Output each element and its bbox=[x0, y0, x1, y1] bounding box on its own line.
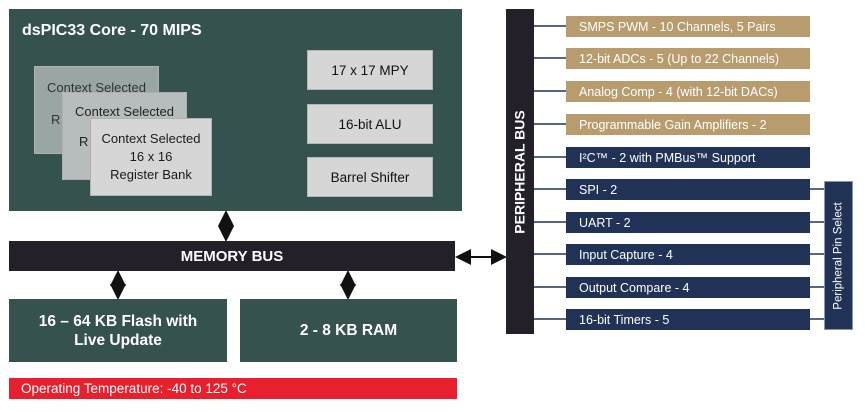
peripheral-i2c: I²C™ - 2 with PMBus™ Support bbox=[566, 147, 810, 168]
barrel-shifter-unit: Barrel Shifter bbox=[307, 157, 433, 197]
register-bank-back-line1: Context Selected bbox=[46, 80, 146, 95]
peripheral-pin-select-label-wrap: Peripheral Pin Select bbox=[824, 181, 853, 330]
peripheral-connectors bbox=[534, 25, 824, 320]
register-bank-middle-line3: R bbox=[79, 134, 89, 149]
register-bank-front: Context Selected 16 x 16 Register Bank bbox=[90, 118, 212, 196]
peripheral-pin-select bbox=[824, 181, 853, 330]
peripheral-input-capture: Input Capture - 4 bbox=[566, 244, 810, 265]
peripheral-bus-label: PERIPHERAL BUS bbox=[512, 109, 528, 234]
memory-bus: MEMORY BUS bbox=[9, 241, 455, 271]
peripheral-pga: Programmable Gain Amplifiers - 2 bbox=[566, 114, 810, 135]
register-bank-front-line2: 16 x 16 bbox=[129, 149, 173, 164]
peripheral-output-compare: Output Compare - 4 bbox=[566, 277, 810, 298]
ram-block: 2 - 8 KB RAM bbox=[240, 299, 457, 362]
peripheral-bus bbox=[506, 9, 534, 334]
peripheral-adc: 12-bit ADCs - 5 (Up to 22 Channels) bbox=[566, 48, 810, 69]
operating-temperature-bar: Operating Temperature: -40 to 125 °C bbox=[9, 378, 457, 399]
peripheral-spi: SPI - 2 bbox=[566, 179, 810, 200]
multiplier-unit: 17 x 17 MPY bbox=[307, 50, 433, 90]
alu-unit: 16-bit ALU bbox=[307, 104, 433, 144]
peripheral-timers: 16-bit Timers - 5 bbox=[566, 309, 810, 330]
peripheral-analog-comp: Analog Comp - 4 (with 12-bit DACs) bbox=[566, 81, 810, 102]
core-title: dsPIC33 Core - 70 MIPS bbox=[22, 22, 202, 39]
peripheral-smps-pwm: SMPS PWM - 10 Channels, 5 Pairs bbox=[566, 16, 810, 37]
peripheral-bus-label-wrap: PERIPHERAL BUS bbox=[506, 9, 534, 334]
peripheral-uart: UART - 2 bbox=[566, 212, 810, 233]
flash-line2: Live Update bbox=[74, 331, 162, 349]
flash-line1: 16 – 64 KB Flash with bbox=[38, 312, 198, 330]
peripheral-pin-select-label: Peripheral Pin Select bbox=[832, 201, 845, 310]
register-bank-front-line3: Register Bank bbox=[110, 167, 192, 182]
register-bank-front-line1: Context Selected bbox=[101, 131, 201, 146]
register-bank-back-line3: R bbox=[51, 112, 61, 127]
flash-memory-block: 16 – 64 KB Flash with Live Update bbox=[9, 299, 227, 362]
register-bank-middle-line1: Context Selected bbox=[74, 104, 174, 119]
